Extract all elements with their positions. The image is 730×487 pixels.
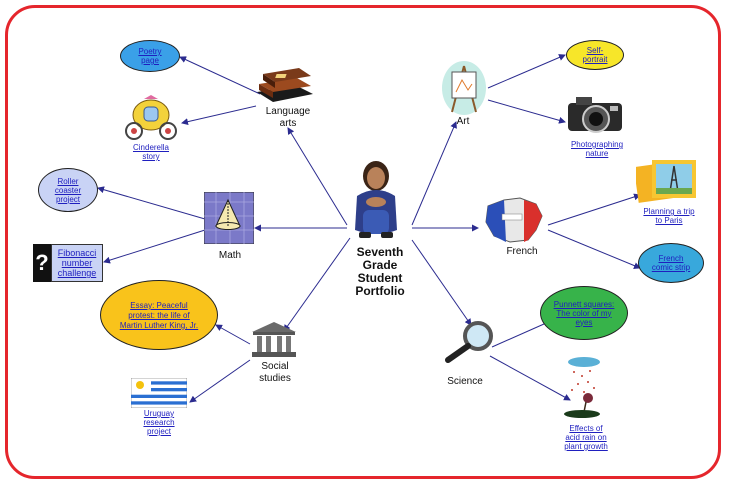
easel-icon — [440, 60, 488, 116]
geometry-icon — [203, 191, 255, 245]
books-icon — [253, 62, 317, 104]
carriage-icon — [124, 95, 178, 141]
line-acid-rain — [489, 355, 571, 401]
line-center-language-arts — [287, 127, 348, 226]
line-self-portrait — [487, 54, 566, 89]
subject-science: Science — [447, 376, 483, 387]
portfolio-frame — [5, 5, 721, 479]
line-roller — [97, 186, 206, 220]
project-uruguay[interactable]: Uruguay research project — [143, 409, 175, 436]
line-center-social-studies — [283, 237, 351, 332]
line-cinderella — [181, 105, 257, 126]
camera-icon — [566, 93, 626, 137]
line-comic — [547, 229, 641, 269]
project-trip-to-paris[interactable]: Planning a trip to Paris — [643, 207, 695, 225]
line-center-art — [411, 121, 457, 226]
france-map-icon — [480, 196, 548, 244]
line-fibonacci — [103, 229, 206, 264]
line-uruguay — [189, 359, 251, 403]
center-title: Seventh Grade Student Portfolio — [355, 245, 405, 298]
magnifying-glass-icon — [442, 320, 498, 364]
subject-math: Math — [218, 250, 242, 261]
project-cinderella-story[interactable]: Cinderella story — [132, 143, 170, 161]
line-photo — [487, 99, 566, 124]
line-punnett — [491, 319, 554, 348]
line-essay — [215, 324, 251, 345]
columns-building-icon — [250, 322, 298, 358]
subject-art: Art — [456, 116, 470, 127]
project-fibonacci[interactable]: Fibonacci number challenge — [51, 244, 103, 282]
subject-language-arts: Language arts — [265, 106, 311, 129]
uruguay-flag-icon — [130, 377, 188, 409]
line-paris — [547, 193, 641, 226]
eiffel-tower-photo-icon — [633, 158, 698, 204]
subject-social-studies: Social studies — [259, 361, 291, 384]
line-center-science — [411, 239, 472, 326]
project-self-portrait[interactable]: Self-portrait — [566, 40, 624, 70]
rain-cloud-plant-icon — [558, 356, 610, 420]
question-mark-icon: ? — [33, 244, 51, 282]
line-poetry — [179, 56, 261, 95]
project-acid-rain[interactable]: Effects of acid rain on plant growth — [564, 424, 608, 451]
project-photographing-nature[interactable]: Photographing nature — [570, 140, 624, 158]
subject-french: French — [506, 246, 538, 257]
student-photo-icon — [345, 158, 407, 242]
